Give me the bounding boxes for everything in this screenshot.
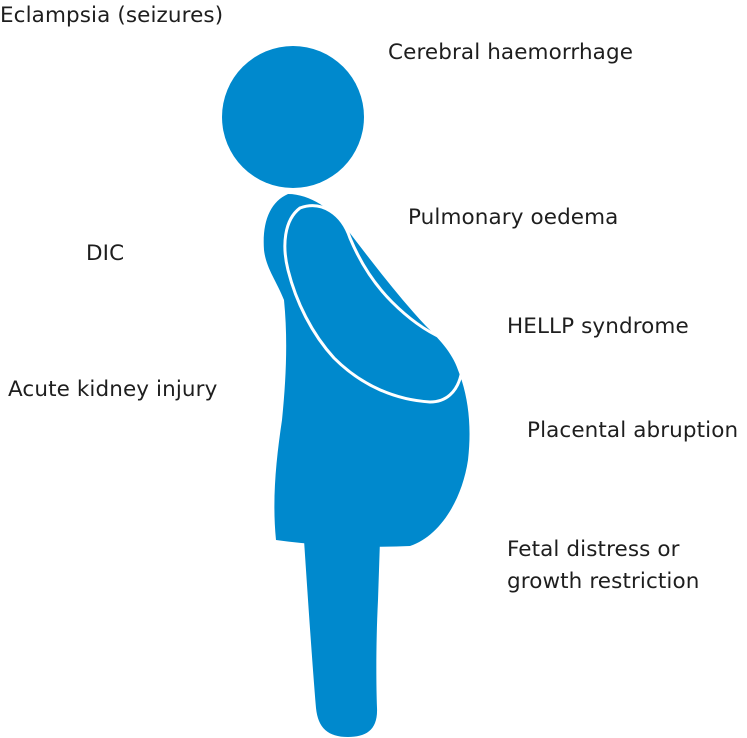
label-hellp-syndrome: HELLP syndrome: [507, 314, 689, 339]
label-pulmonary-oedema: Pulmonary oedema: [408, 205, 619, 230]
label-fetal-line-1: Fetal distress or: [507, 537, 680, 562]
label-cerebral-haemorrhage: Cerebral haemorrhage: [388, 40, 634, 65]
label-eclampsia: Eclampsia (seizures): [0, 3, 224, 28]
label-fetal-line-2: growth restriction: [507, 569, 700, 594]
figure-leg: [304, 540, 380, 737]
figure-torso: [263, 194, 470, 547]
label-acute-kidney-injury: Acute kidney injury: [8, 377, 218, 402]
figure-head: [222, 46, 364, 188]
label-fetal-distress: Fetal distress or growth restriction: [507, 534, 747, 598]
figure-arm: [283, 204, 464, 404]
label-placental-abruption: Placental abruption: [527, 418, 739, 443]
label-dic: DIC: [86, 241, 125, 266]
